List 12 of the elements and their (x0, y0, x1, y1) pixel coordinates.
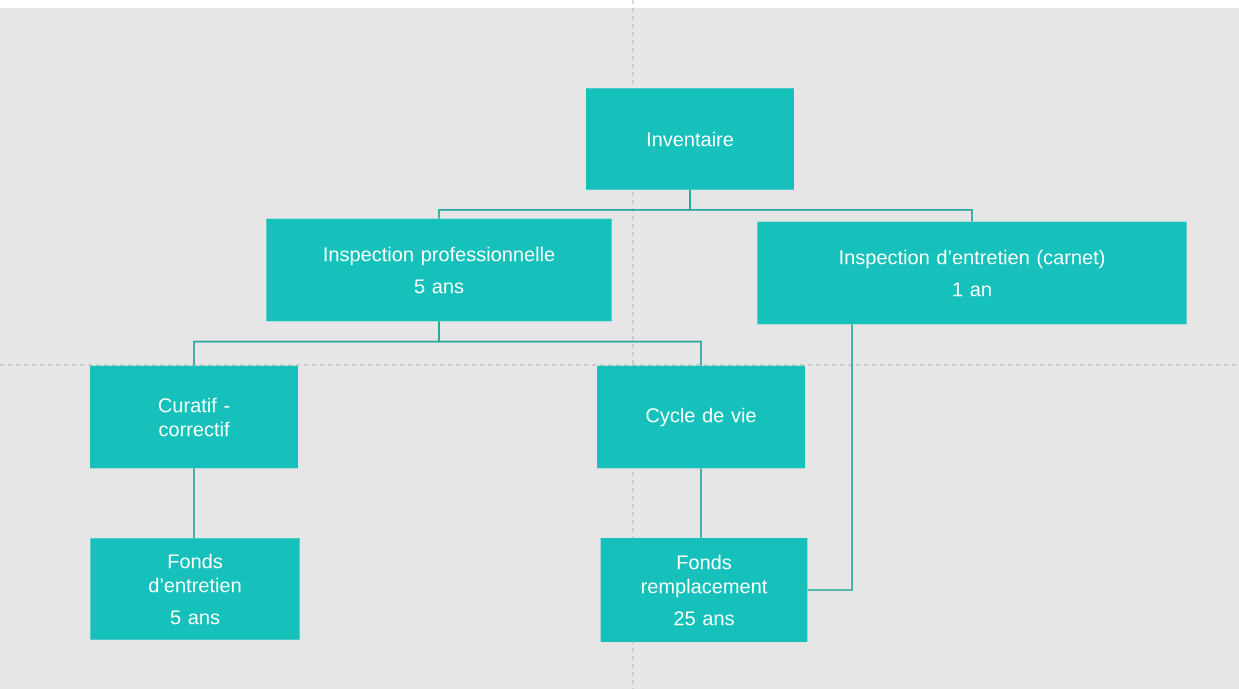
process-box: Cycle de vie (597, 365, 805, 469)
process-box: Fonds remplacement 25 ans (600, 538, 808, 642)
connector-line (689, 189, 973, 223)
process-box: Inspection professionnelle 5 ans (266, 218, 612, 322)
connector-line (700, 467, 702, 539)
connector-line (438, 320, 702, 367)
process-box: Inventaire (586, 88, 794, 190)
process-box: Inspection d’entretien (carnet) 1 an (757, 221, 1187, 325)
process-box: Fonds d’entretien 5 ans (90, 538, 300, 640)
connector-line (193, 467, 195, 539)
process-box: Curatif - correctif (90, 365, 298, 469)
connector-line (806, 323, 853, 591)
